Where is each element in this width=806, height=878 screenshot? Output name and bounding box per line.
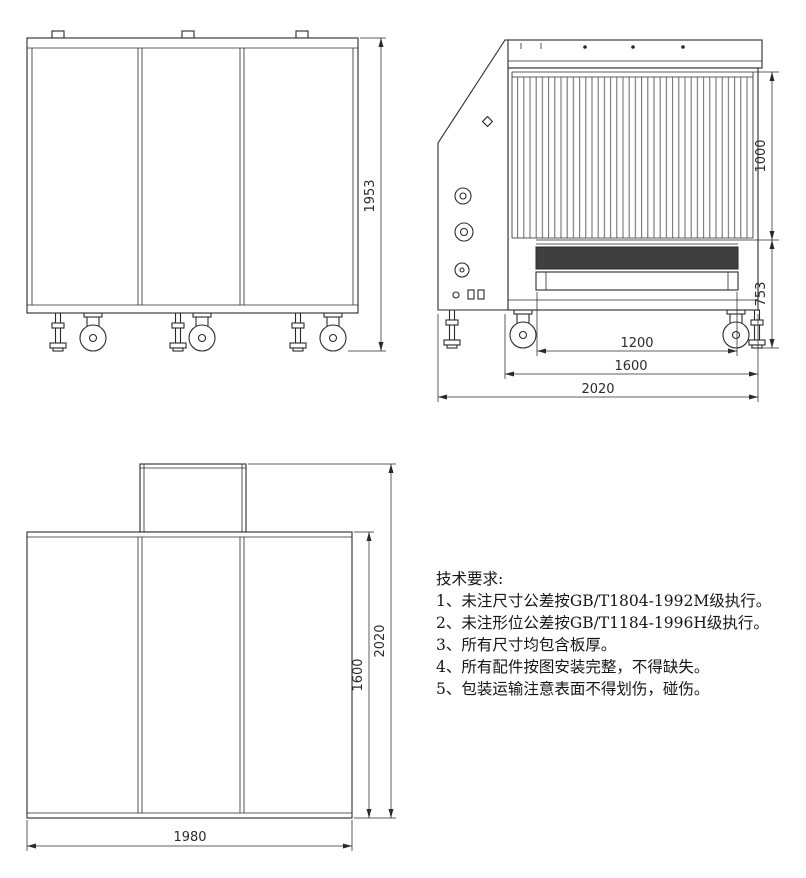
lifting-tab bbox=[181, 30, 195, 39]
dim-label-top-depth: 1600 bbox=[351, 658, 366, 691]
dimension-top-overall-depth: 2020 bbox=[248, 463, 396, 819]
conveyor-belt bbox=[535, 246, 739, 270]
note-line: 2、未注形位公差按GB/T1184-1996H级执行。 bbox=[436, 614, 769, 632]
dim-label-conveyor-height: 753 bbox=[754, 282, 769, 307]
panel-divider-lines bbox=[137, 48, 245, 305]
tech-notes: 技术要求: 1、未注尺寸公差按GB/T1804-1992M级执行。 2、未注形位… bbox=[436, 568, 800, 700]
edge-gap-lines bbox=[31, 48, 354, 305]
side-cabinet-body bbox=[26, 37, 359, 314]
dim-label-tunnel-height: 1000 bbox=[754, 139, 769, 172]
monitor-arm-protrusion bbox=[139, 463, 247, 533]
operator-cabinet bbox=[437, 39, 509, 311]
dim-label-body-width: 1600 bbox=[614, 359, 647, 374]
screw-dot bbox=[681, 45, 685, 49]
indicator-lamp bbox=[481, 115, 494, 128]
tech-notes-title: 技术要求: bbox=[436, 570, 504, 588]
front-view: 1000 753 1200 1600 bbox=[437, 39, 779, 402]
leveling-foot bbox=[748, 309, 766, 349]
cap-ticks bbox=[520, 43, 542, 49]
dimension-side-height: 1953 bbox=[348, 37, 386, 352]
panel-divider-lines bbox=[137, 537, 245, 813]
note-line: 5、包装运输注意表面不得划伤，碰伤。 bbox=[436, 680, 710, 698]
power-socket bbox=[477, 289, 485, 300]
leveling-foot bbox=[443, 309, 461, 349]
conveyor-frame bbox=[535, 271, 739, 291]
dim-label-top-width: 1980 bbox=[173, 830, 206, 845]
note-line: 1、未注尺寸公差按GB/T1804-1992M级执行。 bbox=[436, 592, 772, 610]
leveling-foot bbox=[49, 312, 67, 352]
dimension-tunnel-height: 1000 bbox=[738, 71, 779, 241]
top-cap bbox=[504, 39, 763, 69]
lifting-tab bbox=[51, 30, 65, 39]
screw-dot bbox=[583, 45, 587, 49]
dim-label-top-overall-depth: 2020 bbox=[373, 624, 388, 657]
dimension-top-depth: 1600 bbox=[351, 531, 374, 819]
lead-curtain bbox=[512, 77, 753, 238]
caster-wheel bbox=[722, 309, 750, 349]
caster-wheel bbox=[509, 309, 537, 349]
note-line: 3、所有尺寸均包含板厚。 bbox=[436, 636, 617, 654]
top-view: 1600 2020 1980 bbox=[26, 463, 396, 851]
caster-wheel bbox=[319, 312, 347, 352]
note-line: 4、所有配件按图安装完整，不得缺失。 bbox=[436, 658, 710, 676]
leveling-foot bbox=[169, 312, 187, 352]
rocker-switch bbox=[467, 289, 475, 300]
emergency-stop-button bbox=[454, 187, 472, 205]
dim-label-belt-width: 1200 bbox=[620, 336, 653, 351]
dim-label-overall-width: 2020 bbox=[581, 382, 614, 397]
caster-wheel bbox=[188, 312, 216, 352]
key-switch bbox=[454, 222, 474, 242]
dimension-conveyor-height: 753 bbox=[751, 240, 779, 349]
dim-label-side-height: 1953 bbox=[363, 179, 378, 212]
small-button bbox=[452, 291, 460, 299]
leveling-foot bbox=[289, 312, 307, 352]
caster-wheel bbox=[79, 312, 107, 352]
conveyor-rollers bbox=[536, 239, 738, 245]
side-view: 1953 bbox=[26, 30, 386, 352]
screw-dot bbox=[631, 45, 635, 49]
tunnel-frame bbox=[511, 72, 754, 239]
lifting-tab bbox=[295, 30, 309, 39]
top-view-body bbox=[26, 531, 353, 819]
dimension-overall-width: 2020 bbox=[437, 314, 758, 402]
dimension-top-width: 1980 bbox=[26, 820, 353, 851]
control-knob bbox=[454, 262, 470, 278]
dimension-belt-width: 1200 bbox=[536, 292, 738, 356]
dimension-body-width: 1600 bbox=[504, 314, 759, 402]
